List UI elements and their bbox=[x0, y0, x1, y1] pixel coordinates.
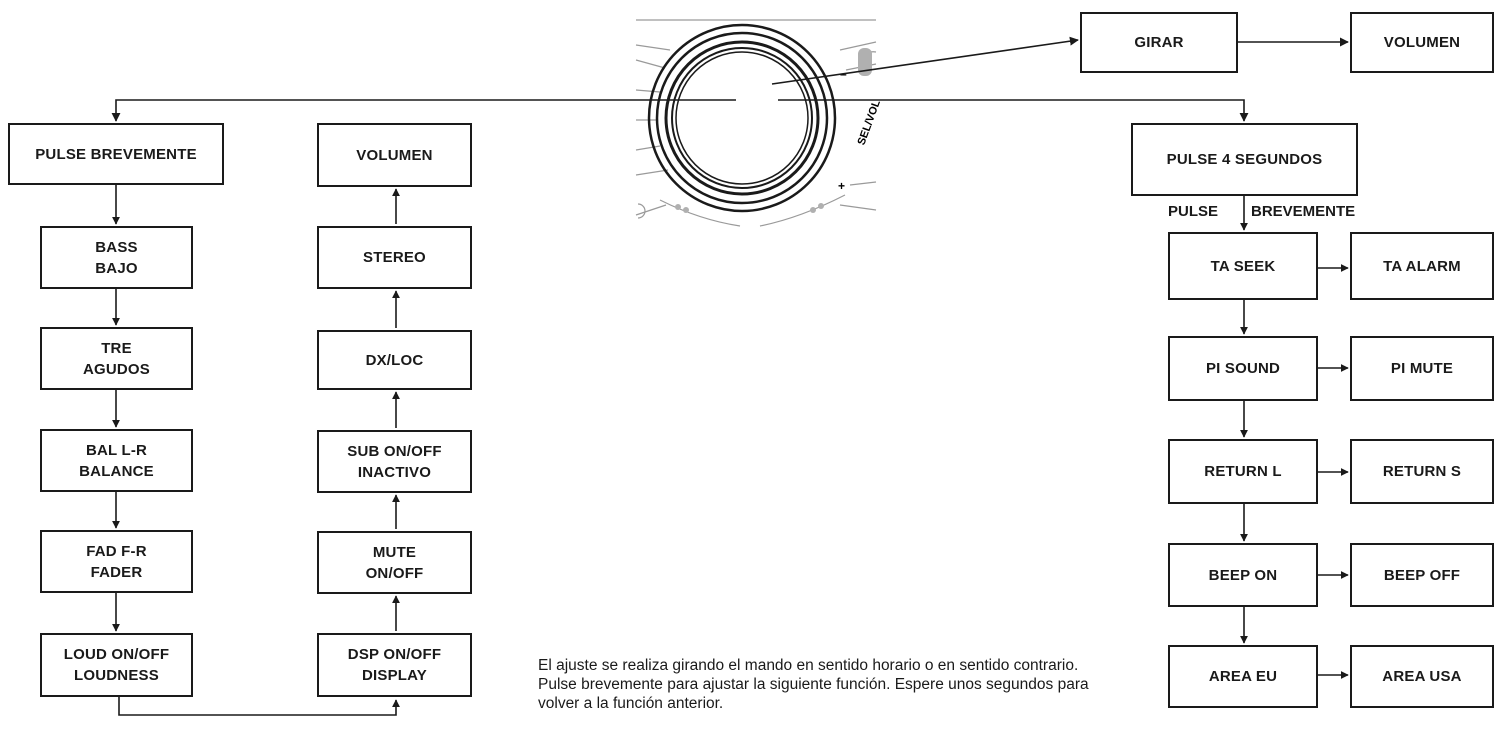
pi-sound-box: PI SOUND bbox=[1168, 336, 1318, 401]
balance-line2: BALANCE bbox=[79, 462, 154, 480]
loudness-line2: LOUDNESS bbox=[74, 667, 159, 684]
dsp-box: DSP ON/OFF DISPLAY bbox=[317, 633, 472, 697]
ta-seek-box: TA SEEK bbox=[1168, 232, 1318, 300]
bass-line2: BAJO bbox=[95, 259, 138, 277]
mute-line2: ON/OFF bbox=[365, 564, 424, 582]
return-s-box: RETURN S bbox=[1350, 439, 1494, 504]
pulse-brevemente-box: PULSE BREVEMENTE bbox=[8, 123, 224, 185]
bass-line1: BASS bbox=[95, 238, 138, 256]
dsp-line1: DSP ON/OFF bbox=[347, 646, 442, 663]
dxloc-box: DX/LOC bbox=[317, 330, 472, 390]
sub-line1: SUB ON/OFF bbox=[347, 442, 442, 460]
girar-box: GIRAR bbox=[1080, 12, 1238, 73]
mute-line1: MUTE bbox=[372, 543, 417, 561]
knob-plus-label: + bbox=[838, 179, 845, 193]
instruction-note: El ajuste se realiza girando el mando en… bbox=[538, 657, 1089, 712]
stereo-box: STEREO bbox=[317, 226, 472, 289]
beep-on-box: BEEP ON bbox=[1168, 543, 1318, 607]
balance-line1: BAL L-R bbox=[85, 441, 148, 459]
pi-mute-box: PI MUTE bbox=[1350, 336, 1494, 401]
volumen-mid-box: VOLUMEN bbox=[317, 123, 472, 187]
dsp-line2: DISPLAY bbox=[361, 667, 428, 684]
brevemente-label: BREVEMENTE bbox=[1251, 203, 1356, 220]
ta-alarm-box: TA ALARM bbox=[1350, 232, 1494, 300]
return-l-box: RETURN L bbox=[1168, 439, 1318, 504]
volumen-top-box: VOLUMEN bbox=[1350, 12, 1494, 73]
area-usa-box: AREA USA bbox=[1350, 645, 1494, 708]
pulse-4-segundos-box: PULSE 4 SEGUNDOS bbox=[1131, 123, 1358, 196]
pulse-label: PULSE bbox=[1168, 203, 1219, 220]
knob-sel-vol-label: SEL/VOL bbox=[856, 98, 883, 147]
knob-illustration bbox=[635, 19, 877, 227]
sub-line2: INACTIVO bbox=[357, 463, 432, 481]
treble-line1: TRE bbox=[101, 339, 132, 357]
area-eu-box: AREA EU bbox=[1168, 645, 1318, 708]
treble-line2: AGUDOS bbox=[82, 360, 151, 378]
loudness-line1: LOUD ON/OFF bbox=[63, 646, 170, 663]
fader-box: FAD F-R FADER bbox=[40, 530, 193, 593]
fader-line1: FAD F-R bbox=[86, 542, 147, 560]
loudness-box: LOUD ON/OFF LOUDNESS bbox=[40, 633, 193, 697]
balance-box: BAL L-R BALANCE bbox=[40, 429, 193, 492]
treble-box: TRE AGUDOS bbox=[40, 327, 193, 390]
sub-box: SUB ON/OFF INACTIVO bbox=[317, 430, 472, 493]
mute-box: MUTE ON/OFF bbox=[317, 531, 472, 594]
bass-box: BASS BAJO bbox=[40, 226, 193, 289]
fader-line2: FADER bbox=[90, 563, 143, 581]
beep-off-box: BEEP OFF bbox=[1350, 543, 1494, 607]
